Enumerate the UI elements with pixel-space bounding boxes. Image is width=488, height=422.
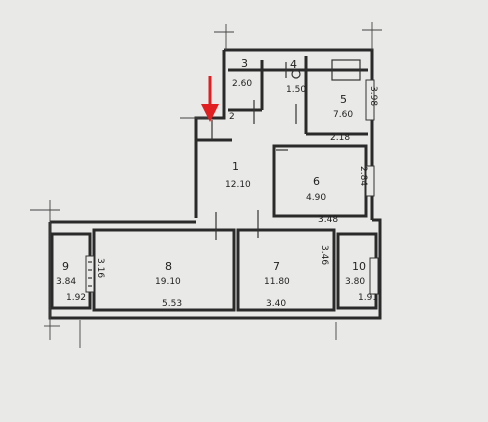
room-10-number: 10 — [352, 260, 366, 273]
red-arrow-icon — [201, 76, 219, 122]
fixtures — [285, 59, 361, 81]
window-room-10 — [369, 257, 379, 295]
room-3-area: 2.60 — [232, 79, 252, 89]
dim-label-340: 3.40 — [266, 299, 286, 309]
room-3-number: 3 — [241, 57, 248, 70]
room-8-number: 8 — [165, 260, 172, 273]
room-9-number: 9 — [62, 260, 69, 273]
room-7-walls — [236, 228, 336, 312]
dim-label-192: 1.92 — [66, 293, 86, 303]
window-room-6 — [365, 165, 375, 197]
dim-label-218: 2.18 — [330, 133, 350, 143]
dim-label-346: 3.46 — [319, 245, 329, 265]
dim-label-191: 1.91 — [358, 293, 378, 303]
toilet-icon — [291, 69, 301, 79]
room-8-area: 19.10 — [155, 277, 181, 287]
dimension-lines — [30, 22, 382, 348]
window-room-9 — [85, 255, 95, 293]
room-6-number: 6 — [313, 175, 320, 188]
doors — [211, 100, 297, 240]
room-4-number: 4 — [290, 58, 297, 71]
room-10-area: 3.80 — [345, 277, 365, 287]
bathtub-icon — [331, 59, 361, 81]
room-4-area: 1.50 — [286, 85, 306, 95]
room-5-number: 5 — [340, 93, 347, 106]
room-1-number: 1 — [232, 160, 239, 173]
dim-label-553: 5.53 — [162, 299, 182, 309]
dim-label-2: 2 — [229, 112, 235, 122]
dim-label-398: 3.98 — [368, 86, 378, 106]
windows — [85, 79, 379, 295]
dimension-labels: 2 2.18 3.48 5.53 3.40 2.84 3.46 3.16 1.9… — [66, 86, 378, 309]
arrow-head — [201, 104, 219, 122]
room-5-area: 7.60 — [333, 110, 353, 120]
room-1-area: 12.10 — [225, 180, 251, 190]
wall-lower-right — [372, 218, 382, 320]
room-9-area: 3.84 — [56, 277, 76, 287]
room-7-area: 11.80 — [264, 277, 290, 287]
window-room-5 — [365, 79, 375, 121]
room-labels: 1 12.10 3 2.60 4 1.50 5 7.60 6 4.90 7 11… — [56, 57, 366, 287]
dim-label-348: 3.48 — [318, 215, 338, 225]
room-7-number: 7 — [273, 260, 280, 273]
dim-label-284: 2.84 — [358, 166, 368, 186]
dim-label-316: 3.16 — [95, 258, 105, 278]
room-6-area: 4.90 — [306, 193, 326, 203]
